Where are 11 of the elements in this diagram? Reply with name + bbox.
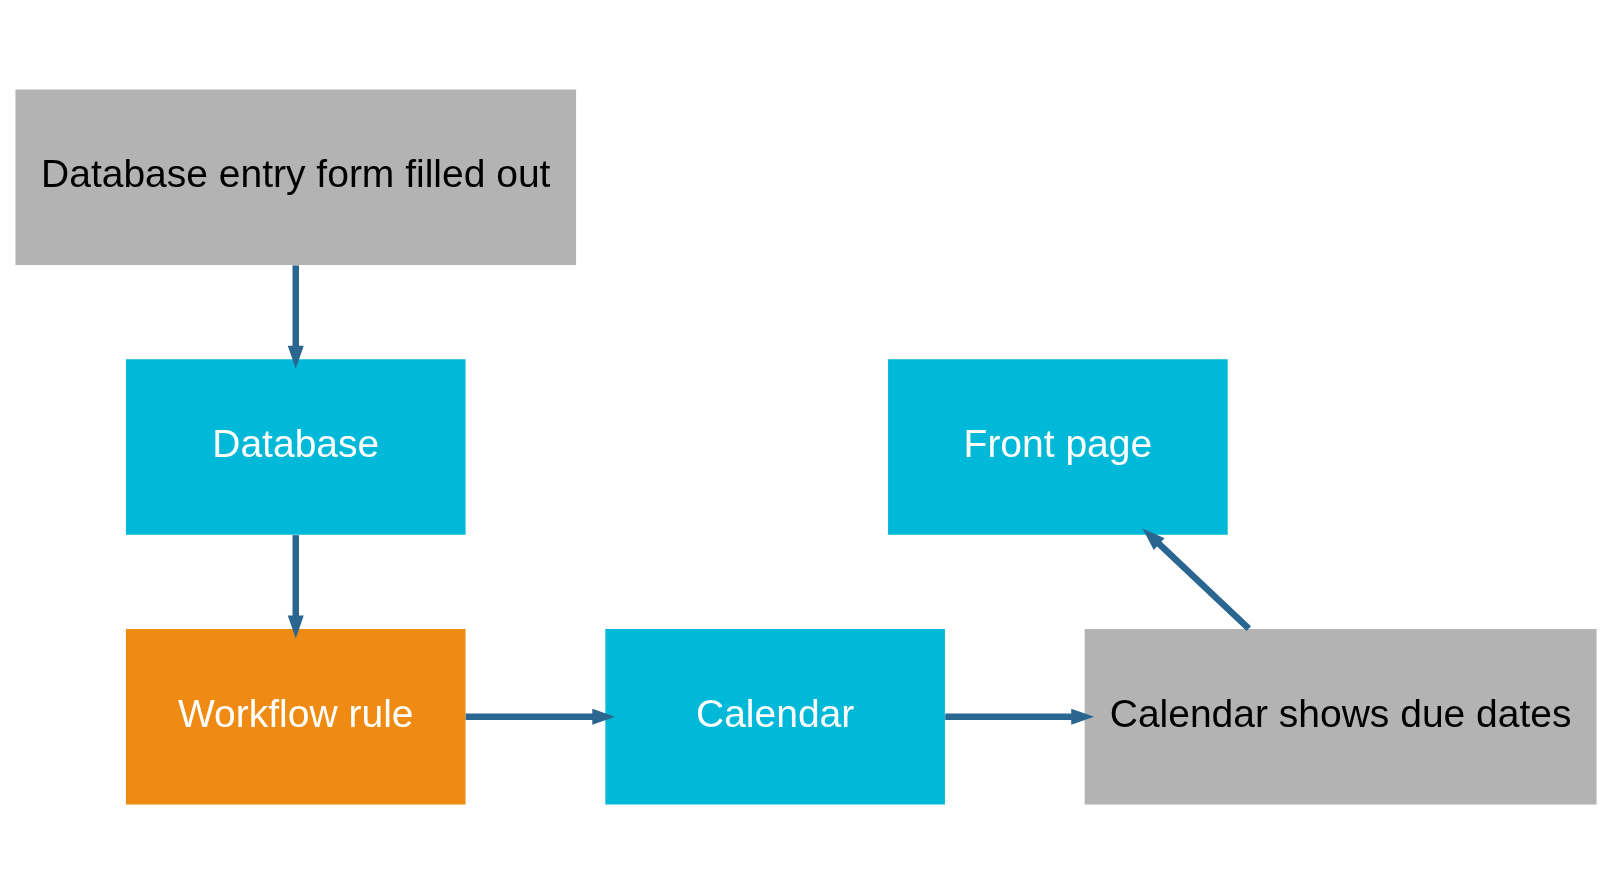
arrow [465,708,616,725]
arrow [945,708,1095,725]
node-box: Database entry form filled out [15,89,577,265]
node-box: Database [125,358,466,535]
node-box: Workflow rule [125,628,466,804]
node-box: Calendar [605,628,945,804]
arrow [1142,527,1252,631]
arrow [287,534,304,638]
arrow [287,264,304,369]
node-box: Calendar shows due dates [1084,628,1597,804]
node-box: Front page [888,358,1228,535]
